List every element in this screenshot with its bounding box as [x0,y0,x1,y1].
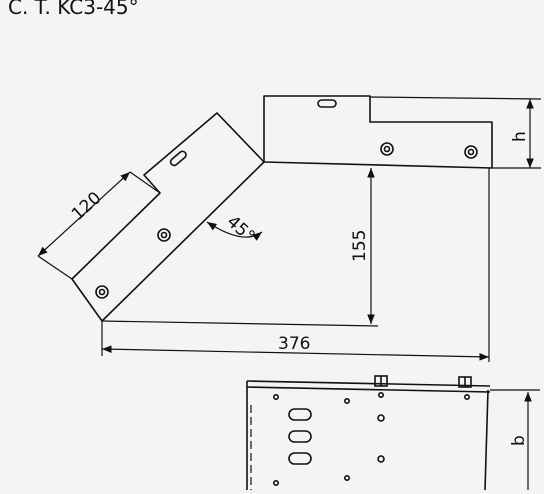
arm-slot-hole [169,150,187,167]
bottom-hole-3 [463,393,470,400]
horizontal-plate [263,95,493,169]
bottom-view-top-edge-inner [246,386,491,393]
bottom-hole-6 [377,455,385,463]
bottom-slot-2 [288,430,312,443]
arm-bolt-2 [95,285,109,299]
plate-bolt-1 [380,142,394,156]
bottom-hole-2 [343,397,350,404]
dim-h-label: h [510,131,530,142]
bottom-view-top-edge [246,380,491,387]
plate-slot-hole [317,99,337,108]
bottom-hole-1 [272,393,279,400]
dim-120-label: 120 [68,188,105,225]
bottom-hole-4 [377,391,384,398]
dim-angle-label: 45° [223,212,259,247]
dim-155-label: 155 [350,230,370,262]
plate-bolt-2-inner [467,148,475,156]
bottom-hole-8 [343,474,350,481]
dim-155-ext [101,320,379,327]
bottom-slot-3 [288,452,312,465]
dim-h-ext-1 [369,96,542,100]
dim-376-label: 376 [278,334,310,354]
dim-b-label: b [509,435,529,446]
arm-bolt-1-inner [160,231,168,239]
bottom-view [246,375,491,491]
dim-120-ext-2 [129,171,161,194]
bottom-slot-1 [288,408,312,421]
plate-bolt-2 [464,145,478,159]
dim-120-line [37,171,131,257]
drawing-title: C. T. KC3-45° [8,0,139,19]
dim-angle-arc [206,221,263,241]
dim-120-ext-1 [37,255,73,280]
bottom-view-right-edge [484,389,489,491]
arm-bolt-2-inner [98,288,106,296]
bottom-hole-7 [272,479,279,486]
arm-bolt-1 [157,228,171,242]
dim-376-line [101,345,490,361]
plate-bolt-1-inner [383,145,391,153]
bottom-hole-5 [377,414,385,422]
